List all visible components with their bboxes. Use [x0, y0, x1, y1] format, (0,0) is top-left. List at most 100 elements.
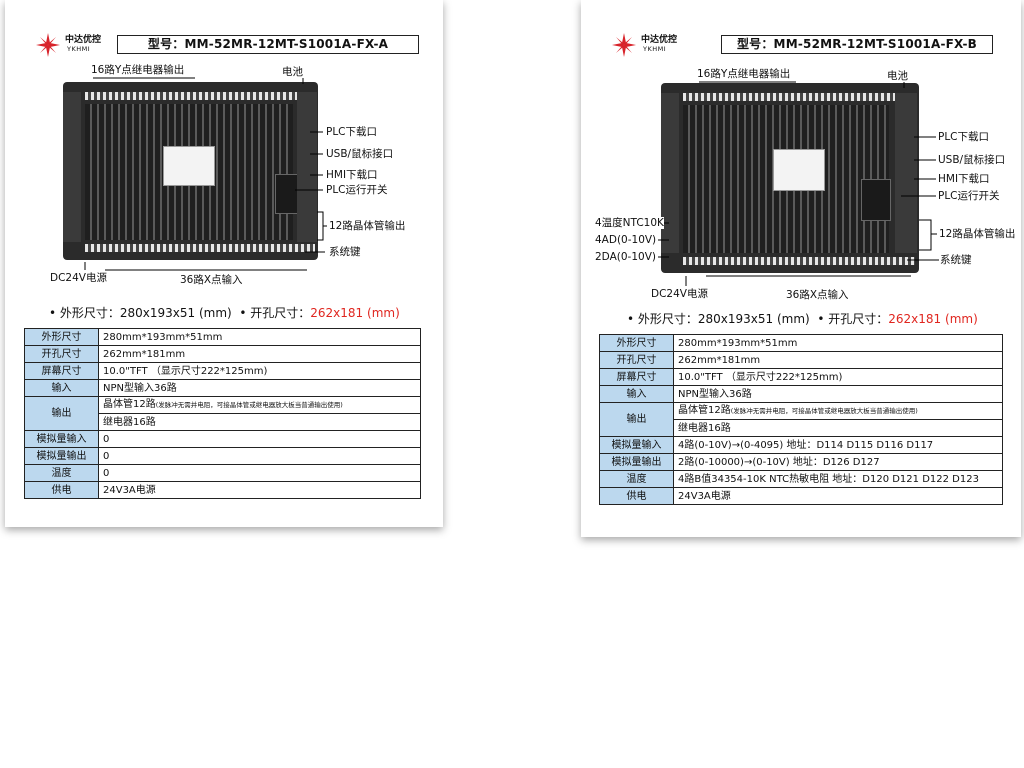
spec-key: 屏幕尺寸 [24, 362, 99, 380]
outline-size-label: • 外形尺寸：280x193x51 (mm) [627, 312, 810, 326]
spec-value: 262mm*181mm [673, 351, 1003, 369]
spec-value: 280mm*193mm*51mm [673, 334, 1003, 352]
output-transistor-note: (发脉冲无需并电阻，可接晶体管或继电器放大板当普通输出使用) [155, 401, 343, 409]
cutout-size-label: • 开孔尺寸： [817, 312, 889, 326]
spec-key: 外形尺寸 [24, 328, 99, 346]
spec-value: 4路(0-10V)→(0-4095) 地址：D114 D115 D116 D11… [673, 436, 1003, 454]
spec-value: 晶体管12路(发脉冲无需并电阻，可接晶体管或继电器放大板当普通输出使用) [673, 402, 1003, 420]
spec-value: 0 [98, 447, 421, 465]
output-transistor: 晶体管12路 [678, 405, 731, 416]
bottom-terminal-strip [85, 244, 315, 252]
product-card-b: 中达优控 YKHMI 型号：MM-52MR-12MT-S1001A-FX-B [581, 0, 1021, 537]
label-analog-input: 4AD(0-10V) [595, 234, 657, 246]
label-hmi-download: HMI下载口 [938, 173, 990, 185]
right-port-panel [895, 93, 917, 253]
brand-star-icon [612, 33, 636, 57]
brand-logo: 中达优控 YKHMI [611, 32, 681, 62]
label-analog-output: 2DA(0-10V) [595, 251, 656, 263]
product-sticker [773, 149, 825, 191]
callout-lines [84, 77, 327, 271]
model-title: 型号：MM-52MR-12MT-S1001A-FX-A [117, 35, 419, 54]
spec-value: 0 [98, 464, 421, 482]
spec-key: 模拟量输入 [599, 436, 674, 454]
device-photo [661, 83, 919, 273]
spec-key: 温度 [24, 464, 99, 482]
top-terminal-strip [85, 92, 315, 100]
brand-logo: 中达优控 YKHMI [35, 32, 105, 62]
spec-key: 屏幕尺寸 [599, 368, 674, 386]
spec-value: 262mm*181mm [98, 345, 421, 363]
spec-value: 晶体管12路(发脉冲无需并电阻，可接晶体管或继电器放大板当普通输出使用) [98, 396, 421, 414]
product-sticker [163, 146, 215, 186]
label-relay-output: 16路Y点继电器输出 [697, 68, 791, 80]
cutout-size-value: 262x181 (mm) [888, 312, 978, 326]
label-usb-port: USB/鼠标接口 [938, 154, 1006, 166]
spec-key: 输入 [24, 379, 99, 397]
label-dc24v-power: DC24V电源 [50, 272, 107, 284]
label-plc-run-switch: PLC运行开关 [938, 190, 1000, 202]
plc-module [861, 179, 891, 221]
plc-module [275, 174, 299, 214]
label-hmi-download: HMI下载口 [326, 169, 378, 181]
spec-value: 0 [98, 430, 421, 448]
spec-value: 继电器16路 [673, 419, 1003, 437]
right-port-panel [297, 92, 317, 242]
label-relay-output: 16路Y点继电器输出 [91, 64, 185, 76]
output-transistor: 晶体管12路 [103, 399, 156, 410]
table-row: 继电器16路 [25, 413, 421, 431]
label-system-key: 系统键 [329, 246, 361, 258]
callout-lines [658, 81, 939, 286]
spec-key: 温度 [599, 470, 674, 488]
label-usb-port: USB/鼠标接口 [326, 148, 394, 160]
label-plc-download: PLC下载口 [938, 131, 990, 143]
brand-star-icon [36, 33, 60, 57]
model-title: 型号：MM-52MR-12MT-S1001A-FX-B [721, 35, 993, 54]
outline-size-label: • 外形尺寸：280x193x51 (mm) [49, 306, 232, 320]
spec-value: 2路(0-10000)→(0-10V) 地址：D126 D127 [673, 453, 1003, 471]
bottom-terminal-strip [683, 257, 915, 265]
spec-value: NPN型输入36路 [673, 385, 1003, 403]
spec-key: 开孔尺寸 [599, 351, 674, 369]
label-transistor-output: 12路晶体管输出 [329, 220, 406, 232]
label-transistor-output: 12路晶体管输出 [939, 228, 1016, 240]
spec-value: 10.0"TFT （显示尺寸222*125mm) [98, 362, 421, 380]
label-plc-run-switch: PLC运行开关 [326, 184, 388, 196]
brand-name-en: YKHMI [643, 45, 667, 53]
spec-value: 24V3A电源 [98, 481, 421, 499]
label-temperature-input: 4温度NTC10K [595, 217, 664, 229]
table-row: 继电器16路 [600, 419, 1003, 437]
dimension-line: • 外形尺寸：280x193x51 (mm) • 开孔尺寸：262x181 (m… [49, 304, 400, 321]
cutout-size-value: 262x181 (mm) [310, 306, 400, 320]
spec-value: 继电器16路 [98, 413, 421, 431]
top-terminal-strip [683, 93, 915, 101]
table-row: 输出晶体管12路(发脉冲无需并电阻，可接晶体管或继电器放大板当普通输出使用) [599, 402, 1003, 437]
spec-key: 输出 [24, 396, 99, 431]
brand-name-en: YKHMI [67, 45, 91, 53]
spec-value: NPN型输入36路 [98, 379, 421, 397]
output-transistor-note: (发脉冲无需并电阻，可接晶体管或继电器放大板当普通输出使用) [730, 407, 918, 415]
spec-key: 模拟量输出 [24, 447, 99, 465]
label-plc-download: PLC下载口 [326, 126, 378, 138]
label-dc24v-power: DC24V电源 [651, 288, 708, 300]
brand-name: 中达优控 [65, 35, 102, 45]
spec-key: 供电 [599, 487, 674, 505]
label-x-input: 36路X点输入 [180, 274, 243, 286]
spec-key: 输出 [599, 402, 674, 437]
spec-key: 开孔尺寸 [24, 345, 99, 363]
spec-key: 模拟量输出 [599, 453, 674, 471]
spec-key: 输入 [599, 385, 674, 403]
spec-value: 10.0"TFT （显示尺寸222*125mm) [673, 368, 1003, 386]
